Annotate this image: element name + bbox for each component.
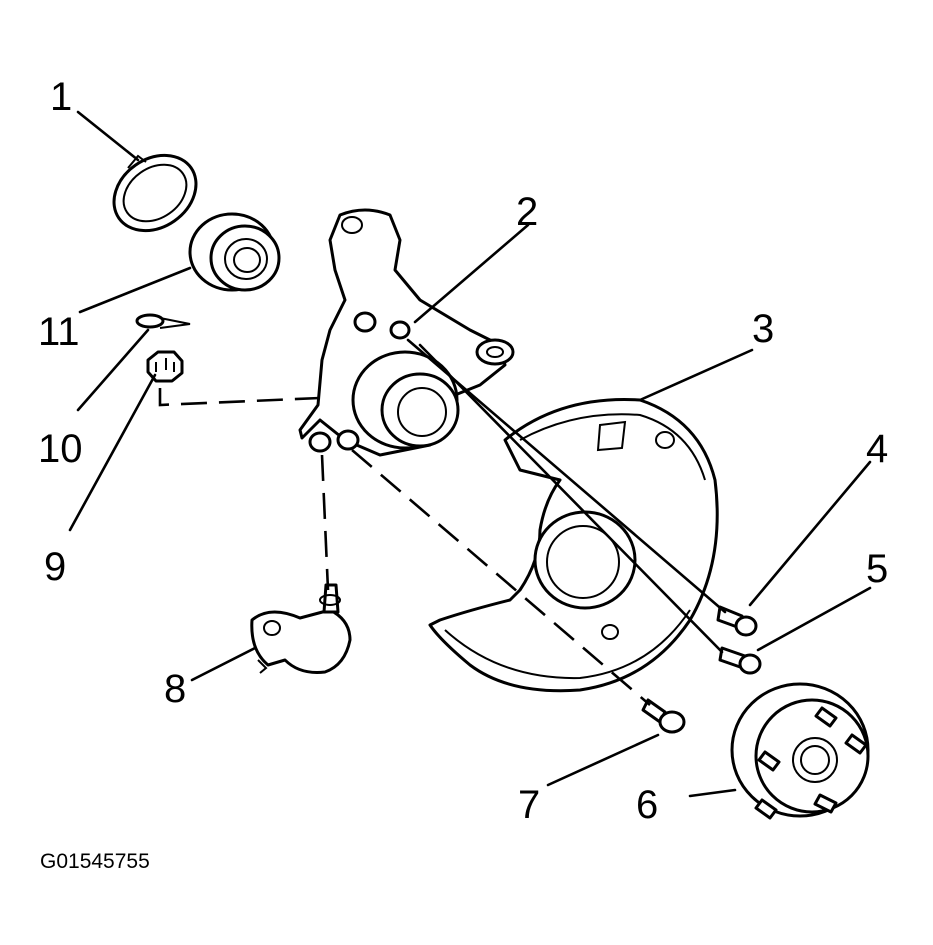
callout-1: 1	[50, 75, 72, 119]
part-wheel-bearing	[188, 212, 281, 292]
callout-labels: 1 2 3 4 5 6 7 8 9 10 11	[38, 75, 888, 827]
callout-11: 11	[38, 310, 80, 354]
callout-7: 7	[518, 783, 540, 827]
part-bolt-5	[718, 646, 762, 675]
part-snap-ring	[112, 153, 198, 233]
callout-5: 5	[866, 547, 888, 591]
leader-lines	[68, 110, 872, 798]
part-castle-nut	[146, 350, 184, 383]
callout-8: 8	[164, 667, 186, 711]
bolt-guide-lines	[406, 338, 727, 654]
callout-10: 10	[38, 427, 83, 471]
part-wheel-hub	[730, 682, 870, 820]
assembly-lines	[158, 388, 651, 706]
part-cotter-pin	[135, 313, 191, 329]
figure-id: G01545755	[40, 850, 150, 873]
part-dust-shield	[428, 398, 719, 693]
callout-4: 4	[866, 427, 888, 471]
callout-3: 3	[752, 307, 774, 351]
part-ball-joint	[250, 583, 352, 674]
callout-6: 6	[636, 783, 658, 827]
part-steering-knuckle	[298, 208, 515, 457]
part-bolt-7	[641, 698, 686, 734]
callout-9: 9	[44, 545, 66, 589]
callout-2: 2	[516, 190, 538, 234]
